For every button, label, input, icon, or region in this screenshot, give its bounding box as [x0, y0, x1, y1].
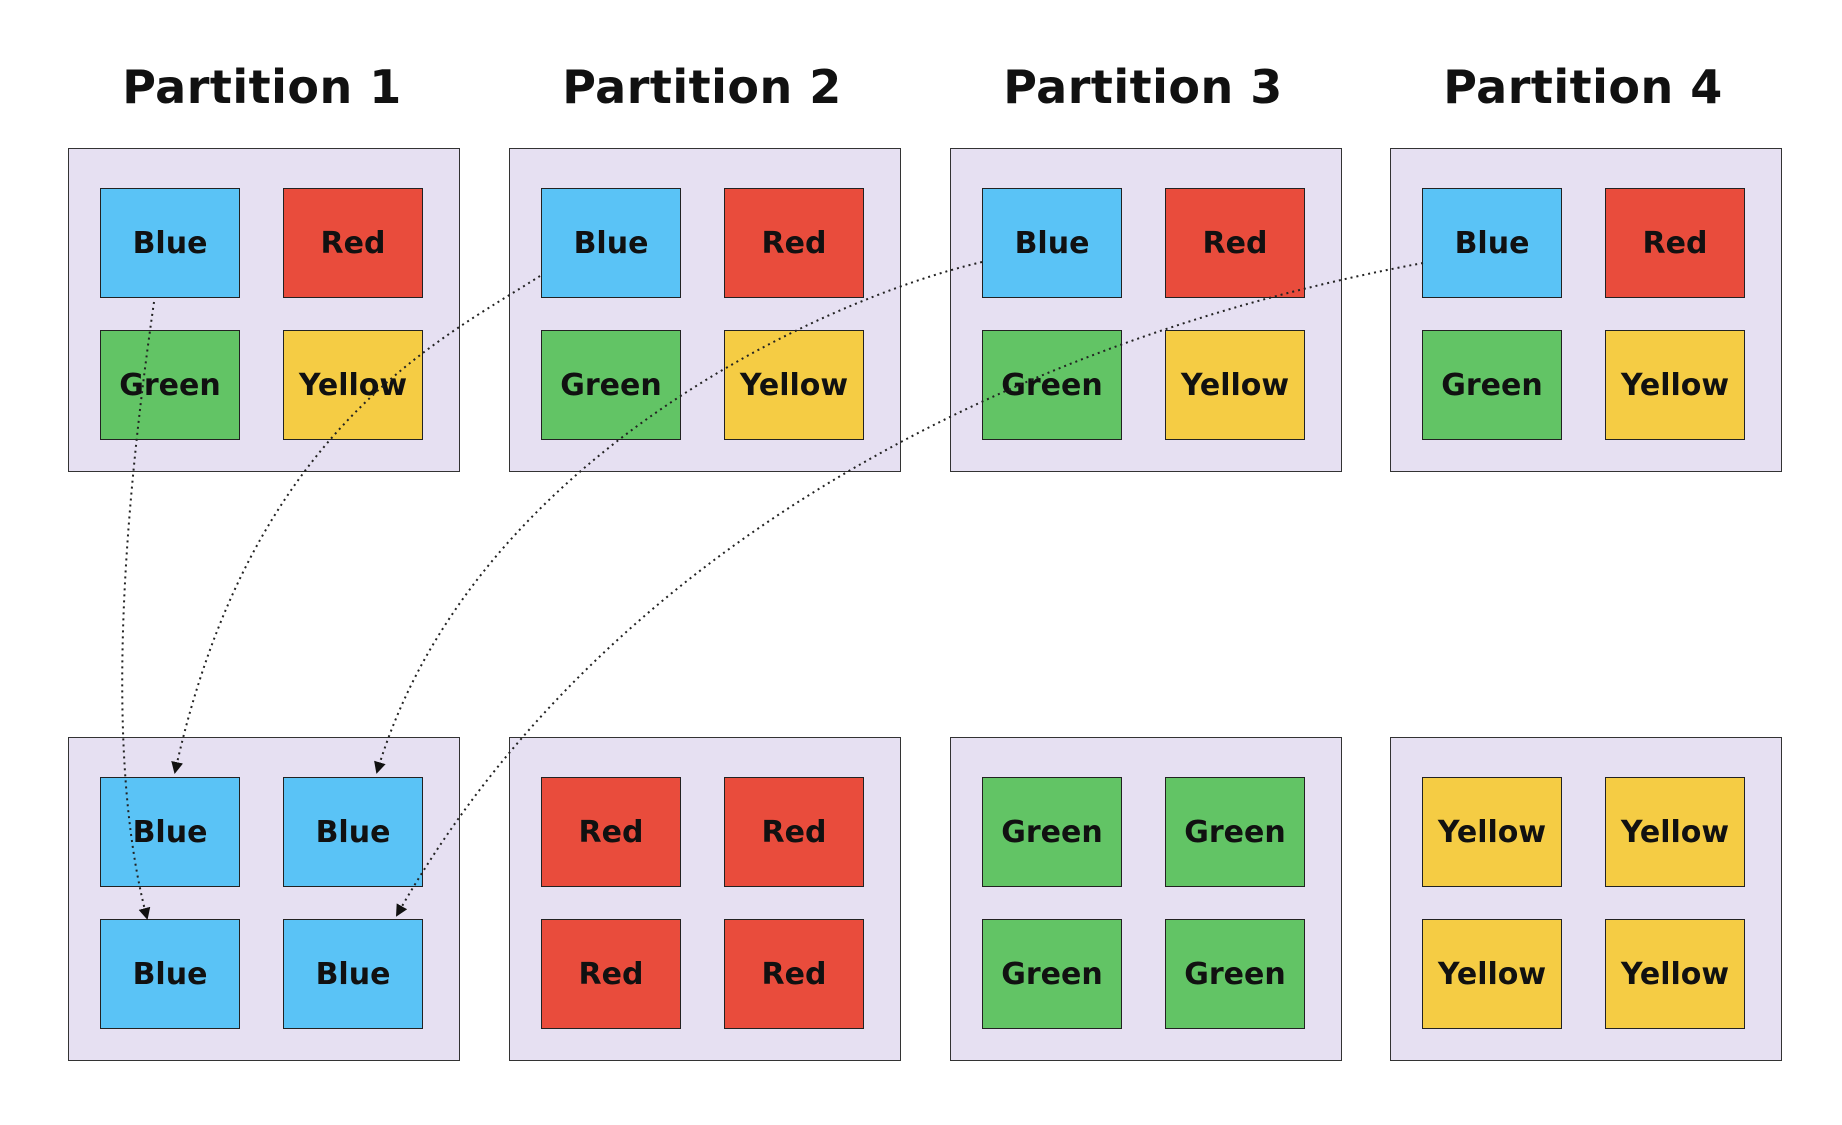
bottom-partition-1-blue-block: Blue [283, 777, 423, 887]
top-partition-1-green-block: Green [100, 330, 240, 440]
top-partition-3-yellow-block: Yellow [1165, 330, 1305, 440]
bottom-partition-4-yellow-block: Yellow [1605, 777, 1745, 887]
top-partition-1-red-block: Red [283, 188, 423, 298]
top-partition-4-green-block: Green [1422, 330, 1562, 440]
top-partition-1-blue-block: Blue [100, 188, 240, 298]
bottom-partition-2-red-block: Red [724, 919, 864, 1029]
bottom-partition-1-blue-block: Blue [283, 919, 423, 1029]
bottom-partition-3-green-block: Green [982, 919, 1122, 1029]
top-partition-3-blue-block: Blue [982, 188, 1122, 298]
partition-3-title: Partition 3 [1003, 60, 1283, 114]
top-partition-4-yellow-block: Yellow [1605, 330, 1745, 440]
bottom-partition-2-red-block: Red [541, 777, 681, 887]
bottom-partition-4-yellow-block: Yellow [1422, 919, 1562, 1029]
top-partition-2-red-block: Red [724, 188, 864, 298]
bottom-partition-1-blue-block: Blue [100, 919, 240, 1029]
bottom-partition-4-yellow-block: Yellow [1605, 919, 1745, 1029]
bottom-partition-2-red-block: Red [724, 777, 864, 887]
top-partition-4-blue-block: Blue [1422, 188, 1562, 298]
bottom-partition-2-red-block: Red [541, 919, 681, 1029]
top-partition-2-blue-block: Blue [541, 188, 681, 298]
bottom-partition-4-yellow-block: Yellow [1422, 777, 1562, 887]
top-partition-2-yellow-block: Yellow [724, 330, 864, 440]
partition-1-title: Partition 1 [122, 60, 402, 114]
top-partition-3-red-block: Red [1165, 188, 1305, 298]
top-partition-2-green-block: Green [541, 330, 681, 440]
bottom-partition-3-green-block: Green [982, 777, 1122, 887]
top-partition-3-green-block: Green [982, 330, 1122, 440]
bottom-partition-3-green-block: Green [1165, 919, 1305, 1029]
bottom-partition-1-blue-block: Blue [100, 777, 240, 887]
bottom-partition-3-green-block: Green [1165, 777, 1305, 887]
partition-4-title: Partition 4 [1443, 60, 1723, 114]
top-partition-4-red-block: Red [1605, 188, 1745, 298]
top-partition-1-yellow-block: Yellow [283, 330, 423, 440]
partition-2-title: Partition 2 [562, 60, 842, 114]
